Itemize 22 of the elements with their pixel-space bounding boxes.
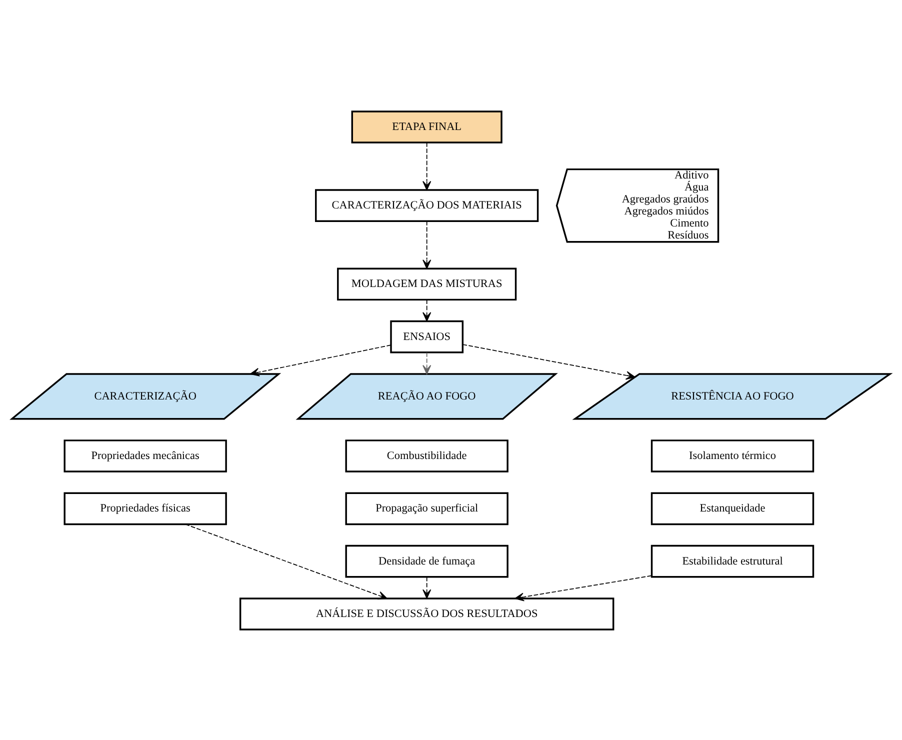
- node-box: MOLDAGEM DAS MISTURAS: [337, 267, 517, 300]
- arrow: [422, 220, 432, 268]
- node-box: Propriedades mecânicas: [64, 439, 227, 472]
- node-box: CARACTERIZAÇÃO DOS MATERIAIS: [315, 188, 539, 222]
- node-box: ANÁLISE E DISCUSSÃO DOS RESULTADOS: [239, 597, 614, 630]
- node-box: Estanqueidade: [650, 492, 814, 525]
- node-box: Combustibilidade: [345, 439, 508, 472]
- arrow: [514, 574, 652, 601]
- arrow: [422, 142, 432, 190]
- node-box: ETAPA FINAL: [351, 110, 502, 143]
- node-box: Propriedades físicas: [64, 492, 227, 525]
- arrow: [422, 576, 432, 598]
- arrow: [250, 344, 392, 376]
- node-box: Estabilidade estrutural: [650, 544, 814, 578]
- arrow: [462, 344, 636, 380]
- arrow: [422, 298, 432, 322]
- arrow: [184, 523, 388, 600]
- node-box: Densidade de fumaça: [345, 544, 508, 578]
- node-box: Isolamento térmico: [650, 439, 814, 472]
- arrow: [422, 352, 432, 374]
- node-box: ENSAIOS: [390, 320, 464, 353]
- node-box: Propagação superficial: [345, 492, 508, 525]
